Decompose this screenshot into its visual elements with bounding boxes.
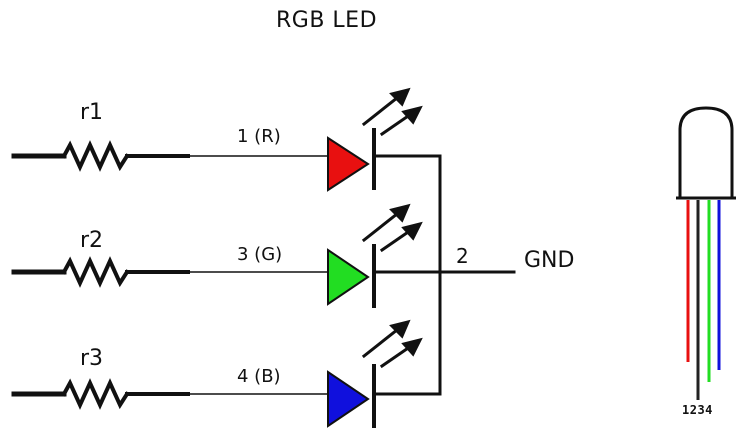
led-package-body <box>678 106 734 200</box>
channel-blue <box>11 319 442 428</box>
resistor-r2 <box>61 256 130 288</box>
channel-red <box>11 87 442 192</box>
resistor-r1 <box>61 140 130 172</box>
pin-label-blue: 4 (B) <box>237 366 281 387</box>
resistor-r3 <box>61 378 130 410</box>
resistor-label-r1: r1 <box>80 100 104 125</box>
resistor-label-r2: r2 <box>80 228 104 253</box>
led-red-triangle <box>327 136 370 192</box>
led-package <box>676 106 736 400</box>
light-arrows-green <box>361 203 423 253</box>
pin-label-green: 3 (G) <box>237 244 283 265</box>
resistor-label-r3: r3 <box>80 346 104 371</box>
led-green-triangle <box>327 248 370 306</box>
pin-label-red: 1 (R) <box>237 126 281 147</box>
common-pin-label: 2 <box>456 244 469 268</box>
diagram-title: RGB LED <box>276 8 378 33</box>
package-pin-numbers: 1234 <box>682 403 713 417</box>
gnd-label: GND <box>524 248 575 273</box>
light-arrows-blue <box>361 319 423 369</box>
light-arrows-red <box>361 87 423 137</box>
led-blue-triangle <box>327 370 370 428</box>
channel-green <box>11 203 516 308</box>
